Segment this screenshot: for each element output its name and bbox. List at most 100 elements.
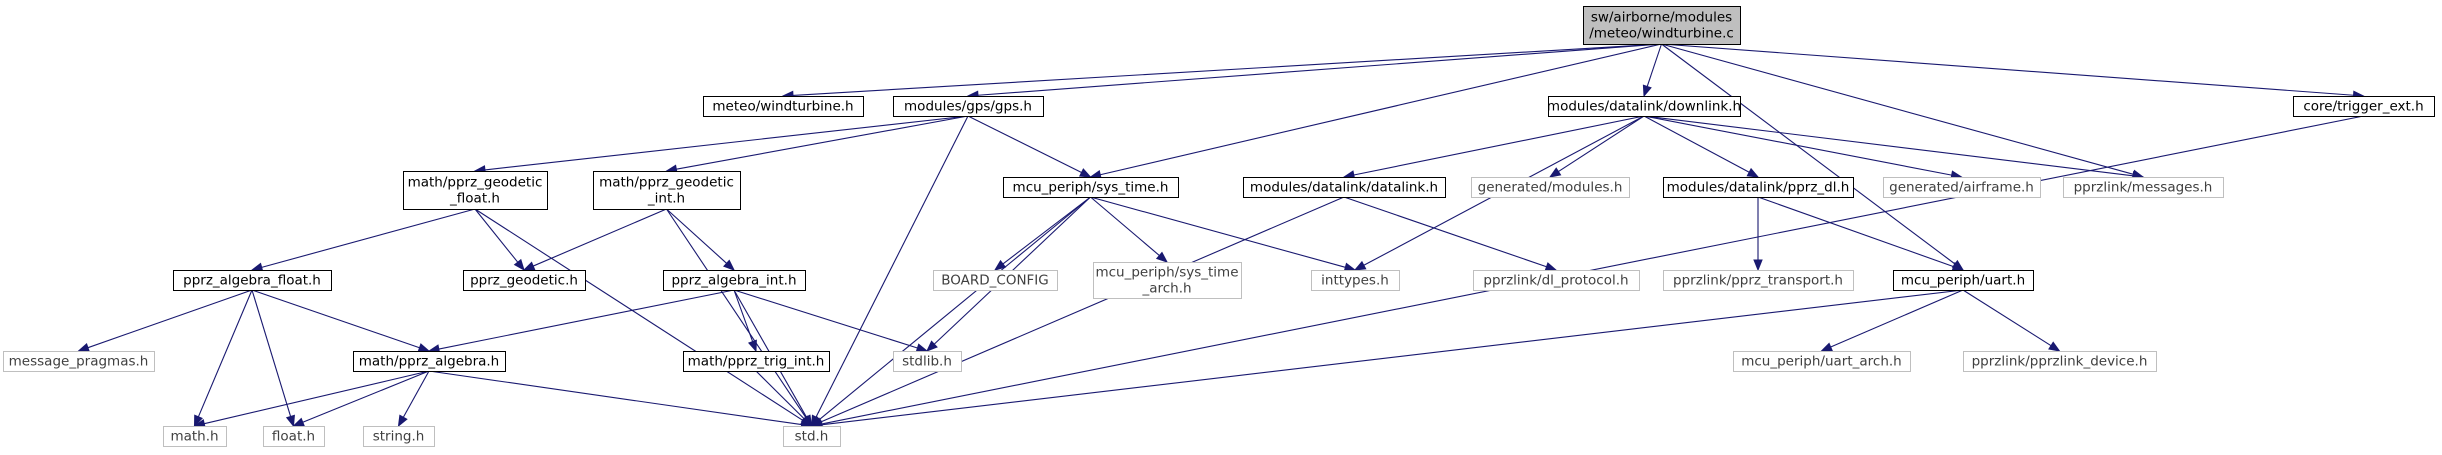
edge-n_systime-to-n_inttypes — [1090, 196, 1357, 272]
node-box — [663, 270, 806, 291]
edge-n_alg_float-to-n_msg_pragmas — [77, 289, 253, 352]
edge-line — [484, 115, 969, 171]
edge-line — [676, 115, 969, 170]
edge-line — [1090, 196, 1346, 268]
node-geo-int[interactable]: math/pprz_geodetic_int.h — [593, 171, 741, 210]
edge-line — [1558, 115, 1645, 173]
edge-n_geo_float-to-n_std — [474, 208, 813, 427]
node-box — [1583, 6, 1741, 45]
node-box — [1733, 351, 1911, 372]
node-box — [1663, 177, 1854, 198]
node-float[interactable]: float.h — [263, 426, 325, 447]
node-systime[interactable]: mcu_periph/sys_time.h — [1003, 177, 1179, 198]
edge-line — [428, 370, 802, 426]
node-alg-int[interactable]: pprz_algebra_int.h — [663, 270, 806, 291]
node-box — [1471, 177, 1630, 198]
edge-n_gps-to-n_systime — [967, 115, 1092, 178]
node-label: _float.h — [449, 191, 500, 207]
node-uart-arch[interactable]: mcu_periph/uart_arch.h — [1733, 351, 1911, 372]
node-label: pprz_algebra_float.h — [183, 273, 321, 289]
node-pprz-algebra[interactable]: math/pprz_algebra.h — [353, 351, 506, 372]
node-link-device[interactable]: pprzlink/pprzlink_device.h — [1963, 351, 2157, 372]
edge-arrowhead — [513, 258, 525, 272]
edge-n_root-to-n_uart — [1661, 43, 1965, 271]
node-gen-modules[interactable]: generated/modules.h — [1471, 177, 1630, 198]
edge-line — [197, 289, 253, 418]
node-transport[interactable]: pprzlink/pprz_transport.h — [1663, 270, 1854, 291]
edge-line — [733, 289, 754, 342]
node-math[interactable]: math.h — [163, 426, 227, 447]
node-gen-airframe[interactable]: generated/airframe.h — [1883, 177, 2041, 198]
node-box — [1548, 96, 1741, 117]
edge-arrowhead — [1078, 168, 1092, 178]
node-label: sw/airborne/modules — [1591, 10, 1732, 26]
node-box — [2063, 177, 2224, 198]
node-label: pprzlink/messages.h — [2074, 180, 2213, 196]
edge-line — [1661, 43, 2134, 175]
edge-n_root-to-n_meteo_h — [781, 43, 1662, 101]
edge-arrowhead — [522, 261, 536, 271]
edge-n_datalink-to-n_std — [810, 196, 1345, 427]
node-pprz-dl[interactable]: modules/datalink/pprz_dl.h — [1663, 177, 1854, 198]
edge-line — [1643, 115, 2134, 177]
node-box — [783, 426, 841, 447]
node-trigger[interactable]: core/trigger_ext.h — [2293, 96, 2435, 117]
node-trig-int[interactable]: math/pprz_trig_int.h — [683, 351, 830, 372]
node-string[interactable]: string.h — [363, 426, 435, 447]
node-label: string.h — [373, 429, 425, 445]
node-datalink[interactable]: modules/datalink/datalink.h — [1243, 177, 1446, 198]
node-alg-float[interactable]: pprz_algebra_float.h — [173, 270, 332, 291]
edge-line — [474, 208, 519, 263]
node-inttypes[interactable]: inttypes.h — [1311, 270, 1400, 291]
edge-line — [815, 115, 969, 418]
edge-n_alg_int-to-n_stdlib — [733, 289, 929, 353]
edge-line — [251, 289, 292, 417]
edge-n_pprz_algebra-to-n_float — [292, 370, 430, 427]
node-geodetic[interactable]: pprz_geodetic.h — [463, 270, 586, 291]
edge-arrowhead — [747, 339, 757, 353]
edge-line — [977, 43, 1662, 96]
node-box — [463, 270, 586, 291]
node-root[interactable]: sw/airborne/modules/meteo/windturbine.c — [1583, 6, 1741, 45]
node-systime-arch[interactable]: mcu_periph/sys_time_arch.h — [1093, 262, 1242, 299]
node-messages[interactable]: pprzlink/messages.h — [2063, 177, 2224, 198]
edge-arrowhead — [1820, 342, 1834, 352]
node-std[interactable]: std.h — [783, 426, 841, 447]
edge-line — [402, 370, 430, 418]
edge-n_geo_float-to-n_geodetic — [474, 208, 525, 272]
edge-arrowhead — [1548, 167, 1562, 178]
node-geo-float[interactable]: math/pprz_geodetic_float.h — [403, 171, 548, 210]
edge-arrowhead — [915, 343, 929, 353]
node-box — [363, 426, 435, 447]
edge-arrowhead — [1544, 262, 1558, 272]
edge-arrowhead — [285, 414, 295, 428]
node-uart[interactable]: mcu_periph/uart.h — [1893, 270, 2034, 291]
edge-line — [474, 208, 804, 422]
edge-arrowhead — [1155, 251, 1169, 263]
node-box — [593, 171, 741, 210]
edge-line — [1100, 43, 1662, 176]
node-meteo-h[interactable]: meteo/windturbine.h — [703, 96, 864, 117]
node-label: generated/modules.h — [1478, 180, 1623, 196]
node-downlink[interactable]: modules/datalink/downlink.h — [1547, 96, 1741, 117]
node-board[interactable]: BOARD_CONFIG — [933, 270, 1058, 291]
node-box — [1311, 270, 1400, 291]
node-dl-protocol[interactable]: pprzlink/dl_protocol.h — [1473, 270, 1640, 291]
node-label: message_pragmas.h — [9, 354, 149, 370]
edge-n_pprz_dl-to-n_uart — [1757, 196, 1965, 271]
node-label: /meteo/windturbine.c — [1589, 26, 1734, 42]
edge-line — [1090, 196, 1160, 256]
node-stdlib[interactable]: stdlib.h — [893, 351, 962, 372]
edge-n_root-to-n_trigger — [1661, 43, 2365, 100]
node-msg-pragmas[interactable]: message_pragmas.h — [3, 351, 155, 372]
node-box — [1663, 270, 1854, 291]
edge-n_geo_int-to-n_geodetic — [522, 208, 667, 271]
edge-line — [1002, 196, 1091, 265]
node-label: _int.h — [647, 191, 685, 207]
edge-line — [1830, 289, 1964, 348]
node-gps[interactable]: modules/gps/gps.h — [893, 96, 1044, 117]
edge-line — [733, 289, 918, 349]
edge-arrowhead — [723, 259, 735, 271]
edge-n_systime-to-n_systime_arch — [1090, 196, 1169, 263]
node-label: math.h — [170, 429, 218, 445]
